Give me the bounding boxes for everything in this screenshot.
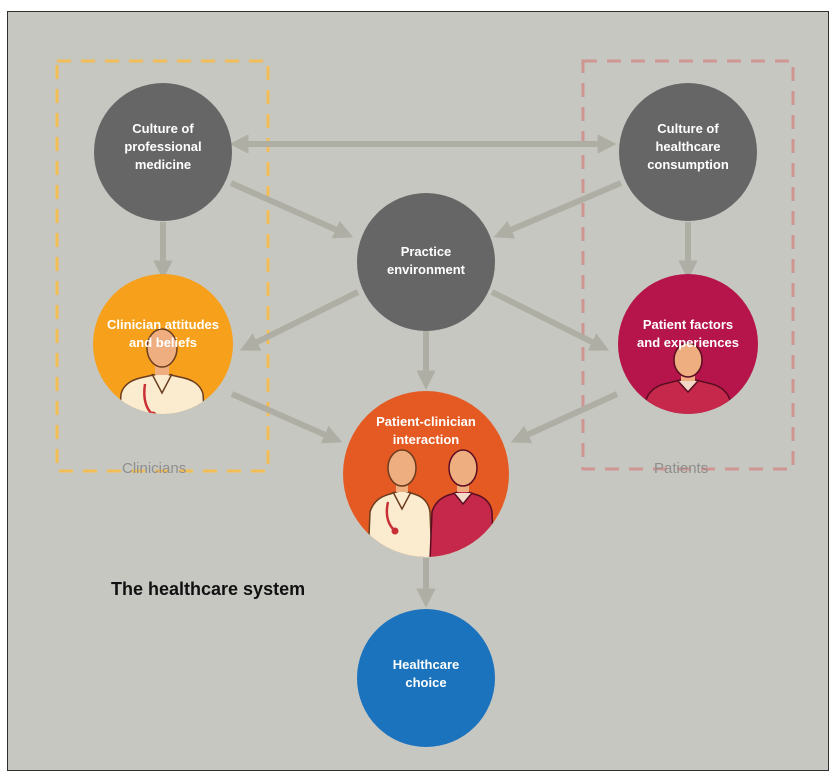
culture-consumption-node <box>619 83 757 221</box>
arrow-professional-to-practice <box>229 180 354 239</box>
culture-consumption-label: Culture of healthcare consumption <box>647 121 729 172</box>
diagram-graphics <box>55 59 795 747</box>
diagram-canvas: Culture of professional medicine Culture… <box>7 11 829 771</box>
clinicians-group-box <box>55 59 270 473</box>
practice-environment-label: Practice environment <box>386 244 465 277</box>
clinicians-group-label: Clinicians <box>122 460 187 477</box>
arrow-patient-to-interaction <box>510 391 619 444</box>
patients-group-box <box>581 59 795 471</box>
practice-environment-node <box>357 193 495 331</box>
healthcare-choice-node <box>357 609 495 747</box>
patients-group-label: Patients <box>654 460 709 477</box>
arrow-clinician-to-interaction <box>230 391 343 444</box>
healthcare-choice-label: Healthcare choice <box>392 657 460 690</box>
arrow-practice-to-patient <box>490 289 610 351</box>
patient-factors-label: Patient factors and experiences <box>637 317 739 350</box>
culture-professional-label: Culture of professional medicine <box>124 121 202 172</box>
patient-figure <box>643 342 733 414</box>
healthcare-system-title: The healthcare system <box>111 579 306 599</box>
arrow-consumption-to-practice <box>493 180 623 239</box>
interaction-figures <box>367 449 495 557</box>
clinician-attitudes-label: Clinician attitudes and beliefs <box>107 317 219 350</box>
culture-professional-node <box>94 83 232 221</box>
interaction-label: Patient-clinician interaction <box>376 414 476 447</box>
arrow-practice-to-clinician <box>239 289 360 351</box>
